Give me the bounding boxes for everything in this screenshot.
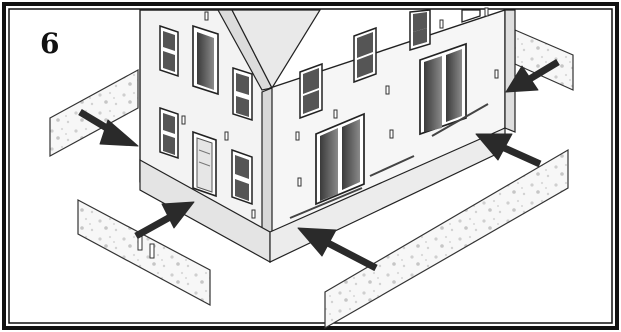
window-left-upper-1 (160, 26, 178, 76)
window-left-lower-2 (232, 150, 252, 204)
door-left (193, 132, 216, 196)
window-left-upper-3 (233, 68, 252, 120)
step-number: 6 (40, 30, 59, 58)
window-right-upper-2 (354, 28, 376, 82)
window-right-upper-1 (300, 64, 322, 118)
window-left-lower-1 (160, 108, 178, 158)
window-right-upper-3 (410, 10, 430, 50)
window-left-upper-2 (193, 26, 218, 94)
house-corner (505, 10, 515, 132)
